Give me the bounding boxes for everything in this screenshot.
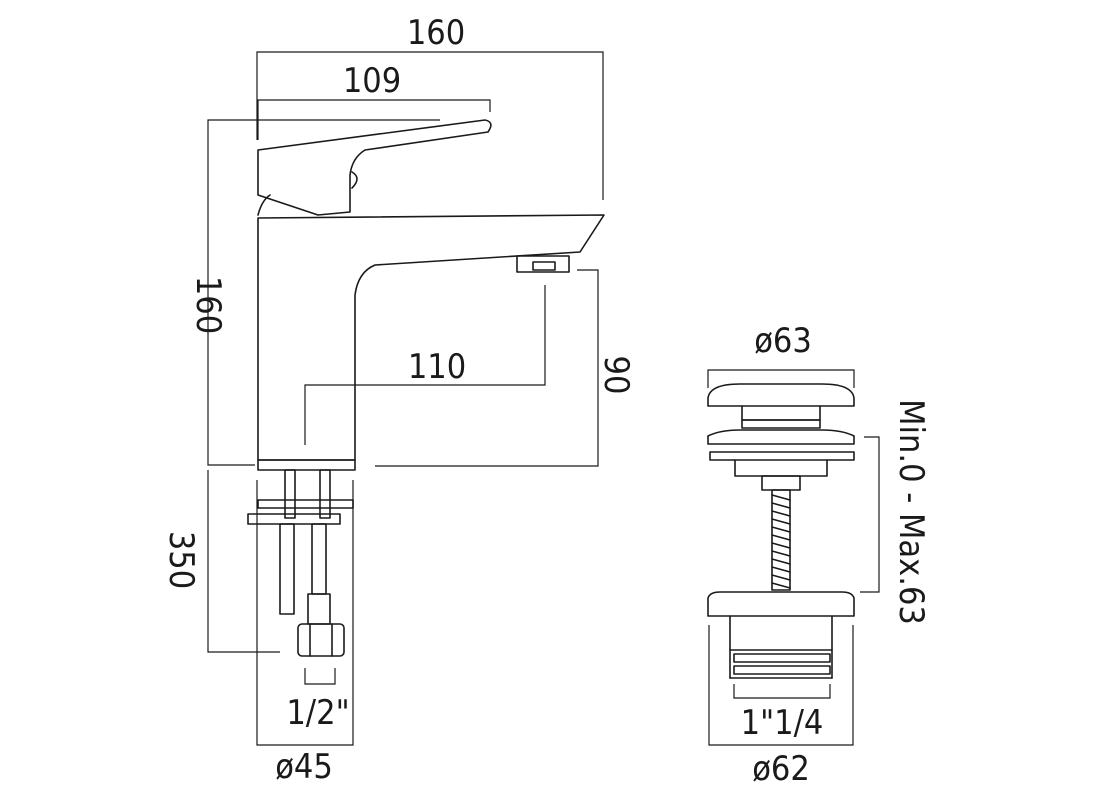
label-base-diameter: ø45 [275,747,333,787]
tap-body-spout [257,214,605,461]
label-waste-adjust-range: Min.0 - Max.63 [891,399,931,625]
label-tap-width: 160 [407,13,465,53]
label-spout-reach: 110 [408,347,466,387]
tap-mounting-stud [284,469,296,519]
dim-base-diameter [256,480,354,746]
tap-handle-base [257,194,271,216]
tap-washer [257,499,354,509]
dim-spout-reach [304,285,546,445]
dim-waste-adjust-range [860,436,880,593]
dim-tap-height [207,119,440,466]
tap-base [257,459,356,471]
label-waste-cap-diameter: ø63 [754,321,812,361]
dim-waste-cap-diameter [707,369,855,388]
label-tap-height: 160 [188,276,228,334]
dim-spout-height [375,269,599,467]
tap-aerator [516,255,570,273]
waste-cap [707,383,855,407]
waste-flange [707,429,855,445]
click-clack-waste: ø63 Min.0 - Max.63 1"1/4 ø62 [707,321,931,789]
waste-thread [733,653,831,663]
tap-handle-nub [351,171,358,189]
dim-waste-body-diameter [708,625,854,746]
tap-handle-lever [257,119,492,216]
label-waste-body-diameter: ø62 [752,749,810,789]
dim-tap-width [256,51,604,200]
label-connector-size: 1/2" [286,693,349,733]
label-spout-height: 90 [596,356,636,395]
dim-waste-thread [733,684,831,699]
tap-fixing-plate [247,513,341,525]
waste-body [707,591,855,617]
tap-tail [279,523,295,615]
dim-tail-length [207,470,280,653]
tap-hex-connector [297,623,345,657]
label-tail-length: 350 [161,531,201,589]
basin-mixer-tap: 160 109 160 110 90 350 1/2" ø45 [161,13,636,787]
dim-connector-size [304,668,336,685]
label-waste-thread-size: 1"1/4 [741,703,824,743]
label-handle-length: 109 [343,61,401,101]
